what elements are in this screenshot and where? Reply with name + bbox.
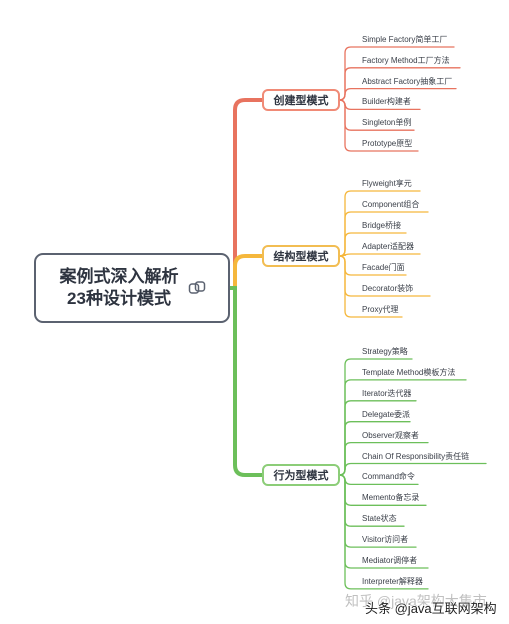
leaf-item[interactable]: Template Method模板方法 xyxy=(362,367,456,377)
leaf-item[interactable]: Decorator装饰 xyxy=(362,284,414,293)
trunk-connector xyxy=(228,98,264,290)
leaf-item[interactable]: Proxy代理 xyxy=(362,305,399,314)
leaf-item[interactable]: Bridge桥接 xyxy=(362,221,402,230)
leaf-item[interactable]: Chain Of Responsibility责任链 xyxy=(362,451,470,461)
leaf-item[interactable]: Flyweight享元 xyxy=(362,179,412,188)
leaf-item[interactable]: Facade门面 xyxy=(362,263,405,272)
leaf-item[interactable]: Factory Method工厂方法 xyxy=(362,55,450,65)
leaf-connector xyxy=(338,474,429,590)
trunk-connector xyxy=(228,286,264,477)
leaf-item[interactable]: Command命令 xyxy=(362,472,415,482)
leaf-item[interactable]: Prototype原型 xyxy=(362,139,413,148)
leaf-item[interactable]: Memento备忘录 xyxy=(362,493,420,503)
leaf-item[interactable]: Builder构建者 xyxy=(362,97,411,107)
zhihu-watermark: 知乎 @java架构大集市 xyxy=(345,593,487,609)
category-node-creational[interactable]: 创建型模式 xyxy=(262,89,340,111)
leaf-item[interactable]: Adapter适配器 xyxy=(362,242,415,251)
leaf-item[interactable]: Singleton单例 xyxy=(362,118,412,128)
leaf-item[interactable]: Mediator调停者 xyxy=(362,556,418,565)
trunk-connector xyxy=(228,254,264,290)
link-icon[interactable] xyxy=(188,279,206,297)
leaf-connector xyxy=(338,253,421,257)
leaf-connector xyxy=(338,99,419,152)
leaf-item[interactable]: State状态 xyxy=(362,514,397,524)
leaf-item[interactable]: Delegate委派 xyxy=(362,409,411,419)
leaf-connector xyxy=(338,255,403,318)
leaf-item[interactable]: Simple Factory简单工厂 xyxy=(362,35,448,44)
root-title-line-1: 案例式深入解析 xyxy=(59,267,179,286)
leaf-item[interactable]: Iterator迭代器 xyxy=(362,388,412,398)
leaf-item[interactable]: Component组合 xyxy=(362,200,420,209)
root-node[interactable]: 案例式深入解析 23种设计模式 xyxy=(34,253,230,323)
leaf-item[interactable]: Interpreter解释器 xyxy=(362,576,423,586)
category-node-structural[interactable]: 结构型模式 xyxy=(262,245,340,267)
leaf-item[interactable]: Strategy策略 xyxy=(362,347,408,356)
toutiao-watermark: 头条 @java互联网架构 xyxy=(365,601,497,616)
category-node-behavioral[interactable]: 行为型模式 xyxy=(262,464,340,486)
leaf-item[interactable]: Observer观察者 xyxy=(362,430,419,440)
root-title-line-2: 23种设计模式 xyxy=(67,289,171,308)
leaf-item[interactable]: Visitor访问者 xyxy=(362,535,409,545)
leaf-item[interactable]: Abstract Factory抽象工厂 xyxy=(362,76,453,86)
